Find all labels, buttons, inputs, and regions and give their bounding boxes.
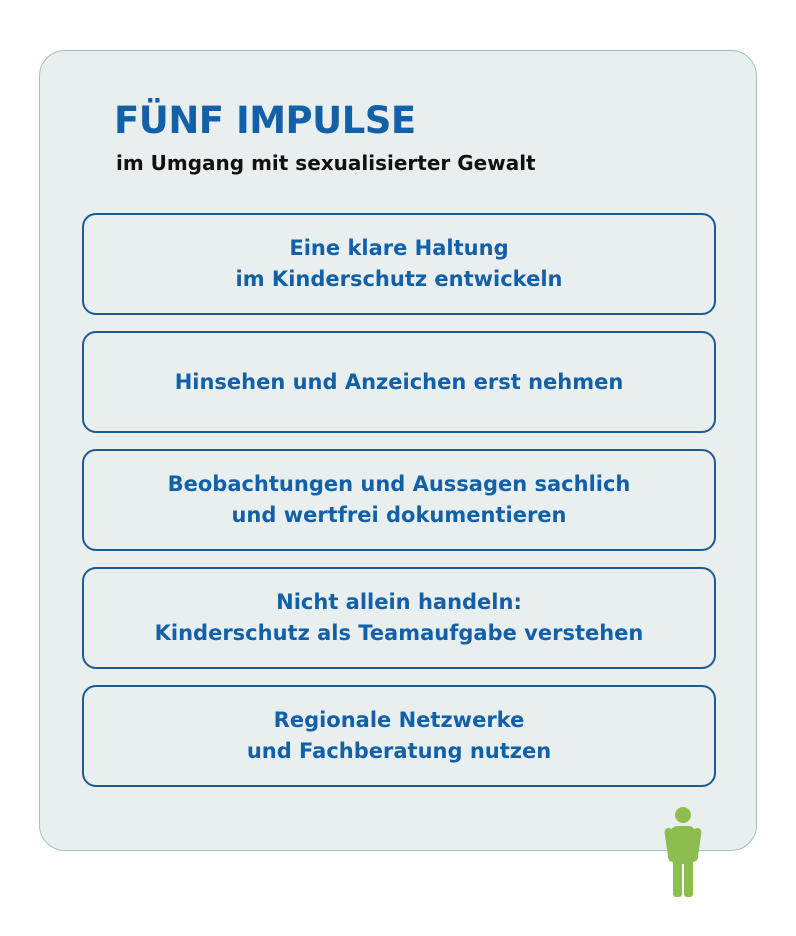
impulse-text-1: Eine klare Haltung im Kinderschutz entwi…: [236, 233, 563, 295]
impulse-5-line-1: Regionale Netzwerke: [273, 708, 525, 732]
impulse-text-2: Hinsehen und Anzeichen erst nehmen: [175, 367, 624, 398]
impulse-4-line-1: Nicht allein handeln:: [276, 590, 522, 614]
impulse-text-3: Beobachtungen und Aussagen sachlich und …: [168, 469, 631, 531]
impulse-1-line-1: Eine klare Haltung: [289, 236, 509, 260]
impulse-box-5: Regionale Netzwerke und Fachberatung nut…: [82, 685, 716, 787]
impulse-box-2: Hinsehen und Anzeichen erst nehmen: [82, 331, 716, 433]
impulse-box-3: Beobachtungen und Aussagen sachlich und …: [82, 449, 716, 551]
impulse-box-1: Eine klare Haltung im Kinderschutz entwi…: [82, 213, 716, 315]
page-title: FÜNF IMPULSE: [114, 99, 416, 142]
impulse-text-5: Regionale Netzwerke und Fachberatung nut…: [247, 705, 551, 767]
impulse-box-4: Nicht allein handeln: Kinderschutz als T…: [82, 567, 716, 669]
impulse-3-line-2: und wertfrei dokumentieren: [231, 503, 567, 527]
impulse-3-line-1: Beobachtungen und Aussagen sachlich: [167, 472, 631, 496]
impulse-2-line-1: Hinsehen und Anzeichen erst nehmen: [174, 369, 624, 394]
page-subtitle: im Umgang mit sexualisierter Gewalt: [116, 151, 536, 175]
person-icon: [664, 807, 702, 897]
impulse-4-line-2: Kinderschutz als Teamaufgabe verstehen: [154, 621, 644, 645]
impulse-text-4: Nicht allein handeln: Kinderschutz als T…: [155, 587, 644, 649]
impulse-1-line-2: im Kinderschutz entwickeln: [235, 267, 563, 291]
impulse-5-line-2: und Fachberatung nutzen: [246, 739, 552, 763]
